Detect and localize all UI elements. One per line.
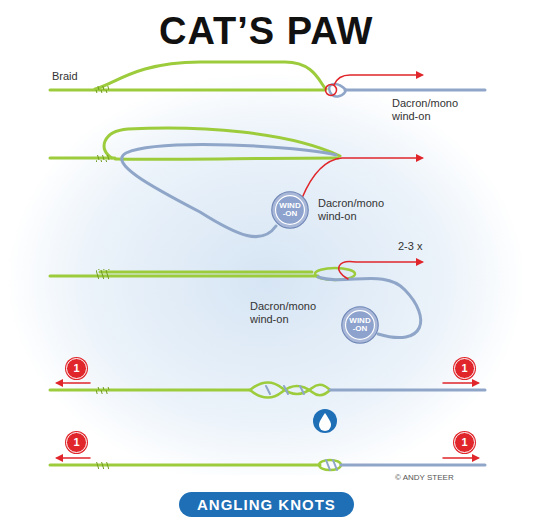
disc-text: WIND -ON — [277, 202, 303, 219]
step-three — [50, 261, 422, 337]
callout-number: 1 — [454, 432, 475, 453]
callout-number: 1 — [66, 432, 87, 453]
callout-number: 1 — [66, 358, 87, 379]
disc-text: WIND -ON — [347, 317, 373, 334]
line-label: Dacron/mono wind-on — [318, 197, 398, 222]
line-label: Dacron/mono wind-on — [250, 300, 330, 325]
step-five — [50, 458, 485, 470]
step-four — [50, 382, 485, 433]
line-label: Dacron/mono wind-on — [392, 97, 482, 122]
background-glow — [0, 55, 533, 475]
disc-inner: WIND -ON — [341, 306, 379, 344]
callout-number: 1 — [454, 358, 475, 379]
step-one — [50, 62, 485, 96]
wind-on-disc: WIND -ON — [271, 191, 309, 229]
copyright: © ANDY STEER — [395, 473, 454, 482]
line-label: Braid — [52, 70, 78, 83]
title: CAT’S PAW — [159, 10, 373, 54]
turn-count: 2-3 x — [398, 240, 422, 253]
step-two — [50, 128, 422, 237]
disc-inner: WIND -ON — [271, 191, 309, 229]
caption-band: ANGLING KNOTS — [179, 492, 354, 517]
wind-on-disc: WIND -ON — [341, 306, 379, 344]
